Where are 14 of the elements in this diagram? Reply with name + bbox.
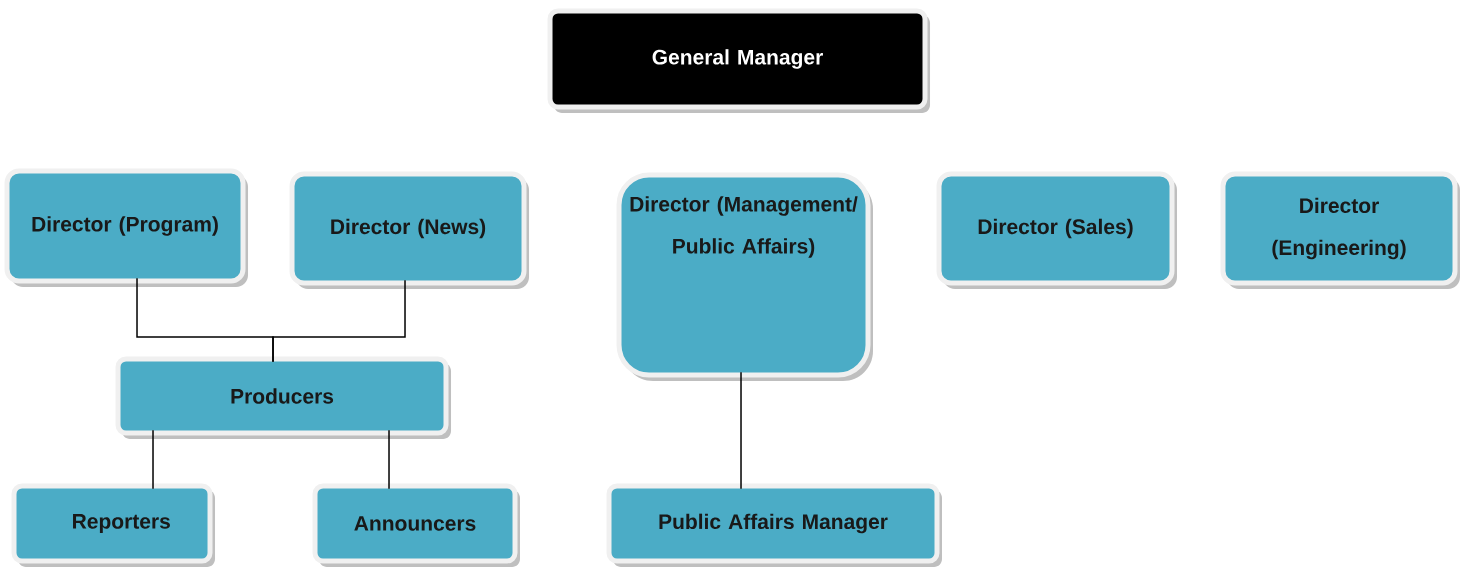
connector-line [152,429,154,490]
role-box: Reporters [11,483,215,567]
role-box: Director (Management/ Public Affairs) [616,172,873,381]
role-box: Director (Engineering) [1220,171,1460,289]
role-box: Director (Sales) [936,171,1177,289]
role-box: Director (Program) [4,168,248,287]
role-box: Producers [115,356,451,439]
connector-line [740,371,742,490]
manager-box: General Manager [547,8,930,113]
connector-line [272,279,406,363]
role-box: Announcers [312,483,520,567]
connector-line [388,429,390,490]
role-box: Public Affairs Manager [606,483,942,567]
role-box: Director (News) [289,171,529,289]
